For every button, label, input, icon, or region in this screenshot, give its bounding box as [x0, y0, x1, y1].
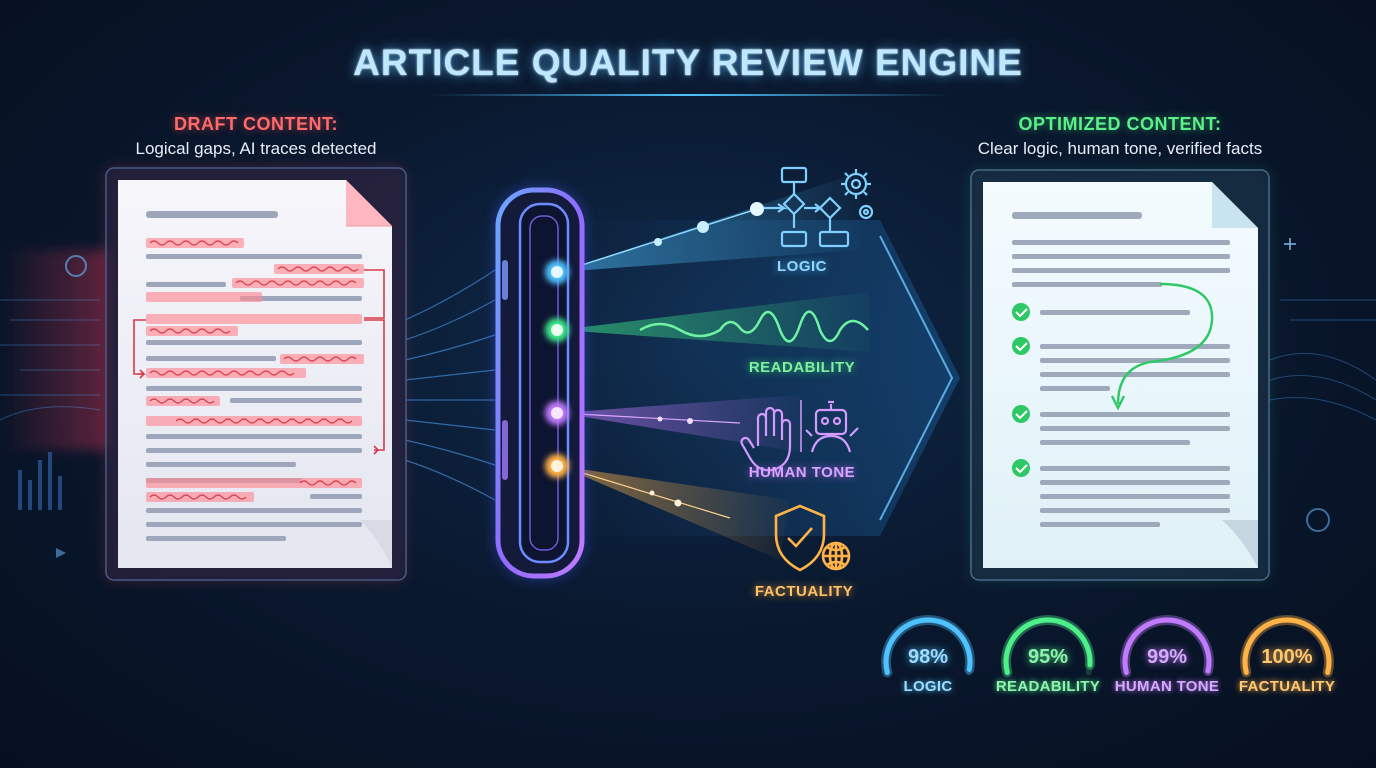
- optimized-header: OPTIMIZED CONTENT: Clear logic, human to…: [940, 114, 1300, 159]
- draft-to-scanner-lines: [404, 269, 496, 501]
- score-gauge-tone: 99% HUMAN TONE: [1107, 612, 1227, 712]
- score-label: FACTUALITY: [1238, 678, 1336, 695]
- gauge-fill: [1242, 617, 1332, 675]
- score-value: 95%: [1027, 646, 1069, 668]
- beam-factuality: [560, 466, 790, 560]
- draft-header: DRAFT CONTENT: Logical gaps, AI traces d…: [76, 114, 436, 159]
- title-underline: [430, 94, 950, 96]
- score-gauge-logic: 98% LOGIC: [868, 612, 988, 712]
- draft-subheading: Logical gaps, AI traces detected: [135, 139, 377, 158]
- tone-node-chain: [559, 412, 741, 424]
- left-data-streaks: [0, 299, 101, 421]
- draft-document: [104, 166, 407, 582]
- score-value: 99%: [1146, 646, 1188, 668]
- right-data-streaks: [1269, 299, 1376, 421]
- optimized-heading: OPTIMIZED CONTENT:: [1018, 114, 1222, 134]
- draft-heading: DRAFT CONTENT:: [174, 114, 338, 134]
- gauge-arc: [881, 615, 975, 678]
- right-ring-decor: [1306, 508, 1330, 532]
- left-arrow-decor: [56, 548, 66, 558]
- beam-readability: [560, 292, 870, 352]
- check-label-readability: READABILITY: [748, 359, 856, 376]
- flow-arrow-head: [1110, 395, 1126, 411]
- waveform-icon: [639, 310, 869, 343]
- right-plus-decor: [1284, 238, 1296, 250]
- score-gauge-readability: 95% READABILITY: [988, 612, 1108, 712]
- flowchart-gear-icon: [764, 166, 874, 248]
- check-label-logic: LOGIC: [777, 258, 827, 275]
- transform-arrow-edge: [879, 235, 954, 521]
- shield-check-globe-icon: [774, 504, 851, 572]
- score-label: READABILITY: [995, 678, 1101, 695]
- check-label-tone: HUMAN TONE: [748, 464, 856, 481]
- optimized-subheading: Clear logic, human tone, verified facts: [977, 139, 1263, 158]
- score-gauge-factuality: 100% FACTUALITY: [1227, 612, 1347, 712]
- scanner-leds: [545, 260, 569, 478]
- optimized-document: [969, 168, 1271, 582]
- flow-arrow: [1116, 282, 1214, 405]
- gauge-arc: [1001, 615, 1095, 678]
- left-ambient-glow: [0, 250, 110, 450]
- page-title: ARTICLE QUALITY REVIEW ENGINE: [353, 42, 1023, 83]
- gauge-arc: [1240, 615, 1334, 678]
- gauge-arc: [1120, 615, 1214, 678]
- score-label: HUMAN TONE: [1114, 678, 1220, 695]
- gauge-fill: [1122, 617, 1212, 675]
- beam-tone: [560, 395, 800, 452]
- factuality-node-chain: [559, 465, 731, 519]
- check-label-factuality: FACTUALITY: [754, 583, 854, 600]
- left-bar-chart-decor: [18, 452, 62, 510]
- hand-robot-icon: [740, 400, 859, 472]
- scanner-device: [494, 186, 586, 580]
- gauge-fill: [883, 617, 973, 675]
- gauge-fill: [1003, 617, 1093, 675]
- logic-node-chain: [559, 202, 764, 273]
- check-icons: [1012, 303, 1030, 477]
- left-ring-decor: [65, 255, 87, 277]
- score-value: 98%: [907, 646, 949, 668]
- score-label: LOGIC: [903, 678, 953, 695]
- score-value: 100%: [1261, 646, 1313, 668]
